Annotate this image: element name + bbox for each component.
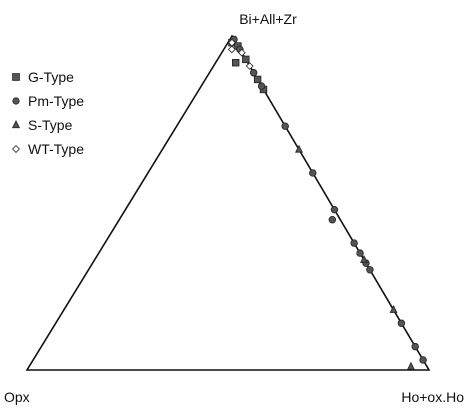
- legend-label-wt-type: WT-Type: [28, 141, 84, 157]
- legend-label-g-type: G-Type: [28, 69, 74, 85]
- ternary-triangle: [25, 34, 431, 371]
- point-s-type-0: [295, 144, 303, 153]
- legend-marker-g-type: [12, 73, 20, 81]
- point-s-type-2: [389, 305, 398, 313]
- point-pm-type-7: [328, 215, 337, 224]
- legend-label-pm-type: Pm-Type: [28, 93, 84, 109]
- data-points: [227, 35, 427, 370]
- legend-marker-wt-type: [12, 145, 20, 153]
- point-pm-type-6: [330, 205, 339, 214]
- point-wt-type-1: [227, 45, 236, 54]
- point-pm-type-13: [419, 356, 427, 364]
- point-pm-type-12: [411, 342, 419, 351]
- point-wt-type-3: [237, 48, 246, 57]
- point-pm-type-11: [397, 319, 406, 327]
- point-g-type-2: [242, 55, 250, 64]
- point-pm-type-8: [350, 239, 358, 247]
- point-pm-type-10: [366, 266, 374, 274]
- vertex-label-top: Bi+All+Zr: [239, 11, 297, 27]
- point-pm-type-3: [257, 82, 266, 90]
- legend-marker-pm-type: [12, 97, 20, 105]
- point-pm-type-2: [249, 69, 258, 77]
- point-s-type-1: [360, 254, 368, 263]
- point-wt-type-2: [245, 62, 254, 70]
- legend-marker-s-type: [11, 120, 21, 129]
- point-pm-type-5: [309, 169, 317, 177]
- vertex-label-right: Ho+ox.Ho: [401, 389, 464, 405]
- point-g-type-3: [253, 75, 262, 84]
- legend-label-s-type: S-Type: [28, 117, 73, 133]
- point-s-type-3: [407, 361, 415, 370]
- point-g-type-4: [231, 59, 240, 67]
- point-pm-type-9: [356, 249, 364, 257]
- vertex-label-left: Opx: [4, 389, 30, 405]
- point-pm-type-4: [281, 122, 289, 130]
